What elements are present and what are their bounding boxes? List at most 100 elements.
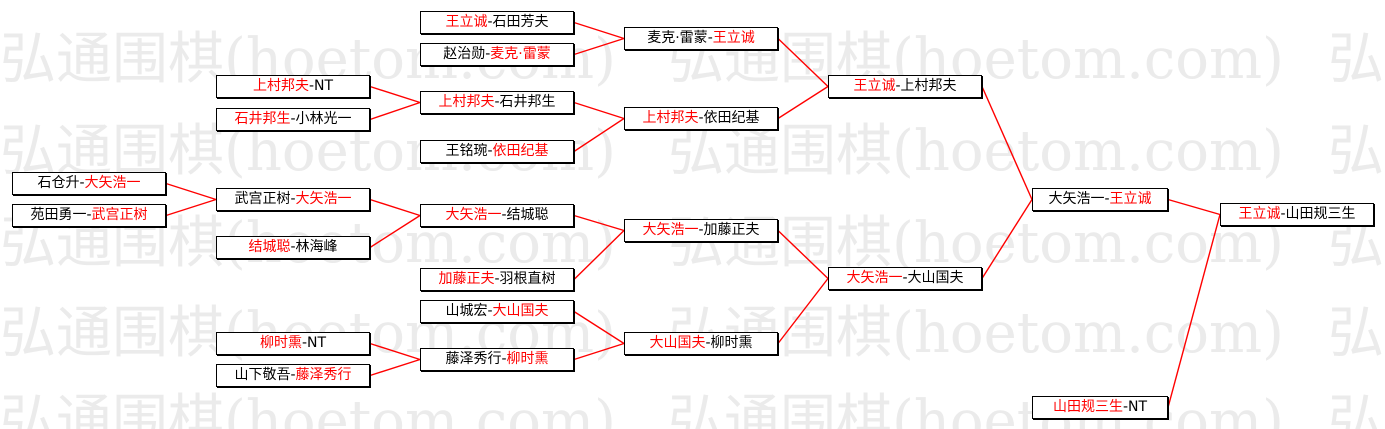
separator: -	[290, 239, 296, 255]
separator: -	[698, 222, 704, 238]
player-1: 大矢浩一	[846, 270, 903, 286]
player-2: 羽根直树	[499, 271, 556, 287]
player-2: 依田纪基	[492, 143, 549, 159]
bracket-line	[369, 101, 421, 121]
player-1: 上村邦夫	[252, 78, 309, 94]
separator: -	[290, 111, 296, 127]
player-2: 武宫正树	[91, 207, 148, 223]
separator: -	[290, 367, 296, 383]
separator: -	[698, 110, 704, 126]
player-2: 加藤正夫	[703, 222, 760, 238]
player-2: 麦克·雷蒙	[490, 46, 551, 62]
player-1: 石仓升	[37, 175, 80, 191]
watermark-row: 弘通围棋(hoetom.com) 弘通围棋(hoetom.com) 弘通围棋(h…	[0, 392, 1385, 429]
separator: -	[501, 351, 507, 367]
separator: -	[86, 207, 92, 223]
player-1: 大矢浩一	[445, 207, 502, 223]
match-box: 大矢浩一-结城聪	[420, 204, 574, 227]
match-box: 王铭琬-依田纪基	[420, 140, 574, 163]
bracket-line	[777, 37, 829, 88]
bracket-line	[777, 278, 829, 344]
player-1: 上村邦夫	[438, 94, 495, 110]
player-1: 武宫正树	[234, 191, 291, 207]
bracket-line	[573, 310, 625, 345]
match-box: 上村邦夫-NT	[216, 75, 370, 98]
player-1: 结城聪	[248, 239, 291, 255]
bracket-line	[369, 342, 421, 361]
bracket-line	[573, 214, 625, 232]
player-2: 王立诚	[1109, 191, 1152, 207]
bracket-line	[369, 198, 421, 217]
bracket-line	[777, 229, 829, 280]
watermark: 弘通围棋(hoetom.com)	[0, 392, 616, 429]
bracket-line	[573, 37, 625, 56]
separator: -	[301, 335, 308, 351]
player-1: 王立诚	[445, 14, 488, 30]
player-1: 柳时熏	[259, 335, 302, 351]
match-box: 结城聪-林海峰	[216, 236, 370, 259]
player-1: 山城宏	[445, 303, 488, 319]
separator: -	[308, 78, 315, 94]
separator: -	[487, 303, 493, 319]
player-2: 石井邦生	[499, 94, 556, 110]
player-2: 大山国夫	[492, 303, 549, 319]
match-box: 上村邦夫-石井邦生	[420, 91, 574, 114]
player-1: 山田规三生	[1052, 399, 1123, 415]
player-2: 柳时熏	[710, 335, 753, 351]
player-1: 苑田勇一	[30, 207, 87, 223]
watermark: 弘通围棋(hoetom.com)	[668, 392, 1284, 429]
separator: -	[1104, 191, 1110, 207]
watermark: 弘通围棋(hoetom.com)	[1328, 392, 1384, 429]
match-box: 王立诚-石田芳夫	[420, 11, 574, 34]
player-2: 大矢浩一	[295, 191, 352, 207]
separator: -	[501, 207, 507, 223]
player-2: NT	[1128, 399, 1148, 415]
separator: -	[707, 30, 713, 46]
match-box: 加藤正夫-羽根直树	[420, 268, 574, 291]
bracket-line	[165, 198, 217, 217]
player-2: 山田规三生	[1285, 206, 1356, 222]
bracket-line	[369, 214, 421, 249]
match-box: 石仓升-大矢浩一	[12, 172, 166, 195]
bracket-line	[981, 199, 1033, 279]
player-1: 王立诚	[853, 78, 896, 94]
match-box: 麦克·雷蒙-王立诚	[624, 27, 778, 50]
player-2: 石田芳夫	[492, 14, 549, 30]
player-1: 大矢浩一	[642, 222, 699, 238]
separator: -	[902, 270, 908, 286]
match-box: 山田规三生-NT	[1032, 396, 1168, 419]
player-1: 王铭琬	[445, 143, 488, 159]
match-box: 石井邦生-小林光一	[216, 108, 370, 131]
bracket-line	[573, 21, 625, 40]
player-2: 大矢浩一	[84, 175, 141, 191]
watermark: 弘通围棋(hoetom.com)	[1328, 30, 1384, 90]
separator: -	[705, 335, 711, 351]
separator: -	[487, 14, 493, 30]
match-box: 大矢浩一-大山国夫	[828, 267, 982, 290]
watermark: 弘通围棋(hoetom.com)	[668, 122, 1284, 182]
player-1: 山下敬吾	[234, 367, 291, 383]
player-2: 柳时熏	[506, 351, 549, 367]
separator: -	[895, 78, 901, 94]
match-box: 大矢浩一-加藤正夫	[624, 219, 778, 242]
match-box: 上村邦夫-依田纪基	[624, 107, 778, 130]
player-2: 藤泽秀行	[295, 367, 352, 383]
match-box: 王立诚-山田规三生	[1220, 203, 1374, 226]
watermark-row: 弘通围棋(hoetom.com) 弘通围棋(hoetom.com) 弘通围棋(h…	[0, 122, 1385, 182]
match-box: 苑田勇一-武宫正树	[12, 204, 166, 227]
bracket-line	[981, 86, 1033, 200]
player-2: 依田纪基	[703, 110, 760, 126]
bracket-line	[1167, 214, 1221, 408]
match-box: 赵治勋-麦克·雷蒙	[420, 43, 574, 66]
player-1: 藤泽秀行	[445, 351, 502, 367]
player-2: NT	[314, 78, 334, 94]
bracket-line	[573, 342, 625, 361]
match-box: 山城宏-大山国夫	[420, 300, 574, 323]
separator: -	[1280, 206, 1286, 222]
player-1: 上村邦夫	[642, 110, 699, 126]
player-1: 大矢浩一	[1048, 191, 1105, 207]
match-box: 武宫正树-大矢浩一	[216, 188, 370, 211]
watermark: 弘通围棋(hoetom.com)	[1328, 122, 1384, 182]
